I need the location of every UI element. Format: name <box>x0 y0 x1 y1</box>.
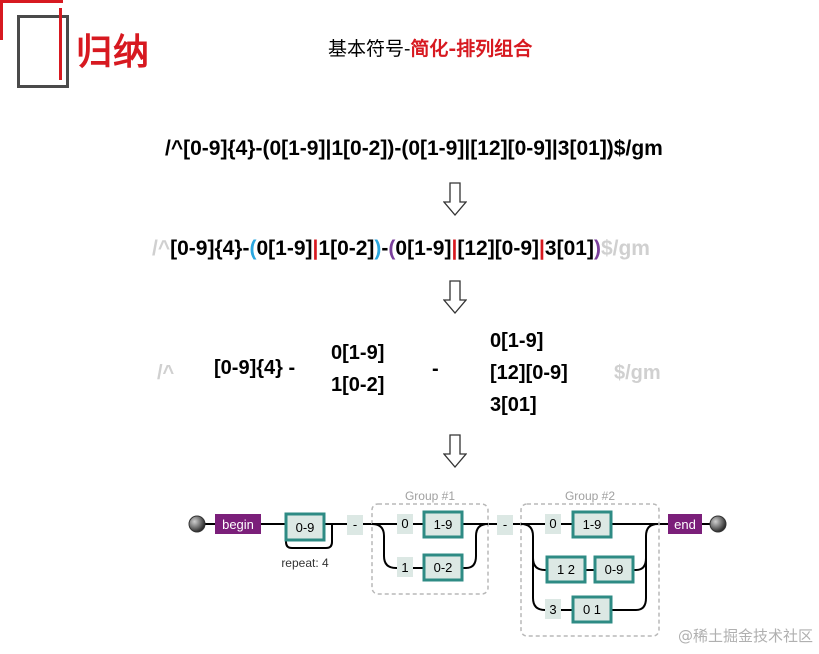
group2-row2-box-b-label: 0-9 <box>605 562 624 577</box>
breakdown-dash: - <box>432 358 439 380</box>
regex-group2-b: [12][0-9] <box>457 237 540 260</box>
end-node <box>668 514 702 534</box>
regex-group1-a: 0[1-9] <box>256 237 313 260</box>
breakdown-day-a: 0[1-9] <box>490 330 544 352</box>
regex-highlighted: /^[0-9]{4}-(0[1-9]|1[0-2])-(0[1-9]|[12][… <box>152 237 650 261</box>
railroad-diagram: begin 0-9 repeat: 4 - Group #1 0 1-9 1 0… <box>188 489 727 637</box>
group1-label: Group #1 <box>405 489 455 503</box>
group2-row1-literal <box>545 514 561 534</box>
regex-close-paren-1: ) <box>374 237 382 260</box>
watermark: @稀土掘金技术社区 <box>677 627 813 645</box>
title-highlight: 简化-排列组合 <box>410 38 533 60</box>
group1-frame <box>371 503 489 595</box>
regex-end: $/gm <box>600 237 650 260</box>
dash-literal-2-label: - <box>503 517 507 532</box>
start-node <box>188 515 206 533</box>
group2-row3-box <box>571 595 613 624</box>
group1-row1-box-label: 1-9 <box>434 517 453 532</box>
down-arrow-icon <box>443 434 467 468</box>
finish-node <box>709 515 727 533</box>
group1-row1-literal <box>397 514 413 534</box>
group1-row2-box <box>422 553 464 582</box>
repeat-loop <box>285 524 333 549</box>
regex-group1-b: 1[0-2] <box>318 237 375 260</box>
group2-row1-box-label: 1-9 <box>583 517 602 532</box>
logo: 归纳 <box>0 0 170 95</box>
regex-pipe-2: | <box>451 237 458 260</box>
group2-branch-middle <box>532 557 647 571</box>
page-title: 基本符号-简化-排列组合 <box>328 34 532 61</box>
group2-row3-box-label: 0 1 <box>583 602 601 617</box>
group2-row2-box-a-label: 1 2 <box>557 562 575 577</box>
dash-literal-1-label: - <box>353 517 357 532</box>
logo-square-dark <box>17 15 69 88</box>
regex-group2-a: 0[1-9] <box>395 237 452 260</box>
repeat-box-label: 0-9 <box>296 520 315 535</box>
group2-row3-literal-label: 3 <box>549 602 556 617</box>
breakdown-year: [0-9]{4} - <box>214 357 296 379</box>
group2-label: Group #2 <box>565 489 615 503</box>
regex-close-paren-2: ) <box>593 237 601 260</box>
regex-pipe-3: | <box>539 237 545 260</box>
logo-bar-red <box>59 8 62 80</box>
regex-group2-c: 3[01] <box>544 237 594 260</box>
group2-frame <box>520 503 660 637</box>
repeat-box <box>284 512 326 542</box>
down-arrow-icon <box>443 280 467 314</box>
group2-row3-literal <box>545 599 561 619</box>
breakdown-day-c: 3[01] <box>490 394 537 416</box>
breakdown-end: $/gm <box>614 362 661 384</box>
breakdown-month-a: 0[1-9] <box>331 342 385 364</box>
logo-text: 归纳 <box>76 32 151 73</box>
regex-open-paren-1: ( <box>249 237 257 260</box>
group2-row1-literal-label: 0 <box>549 516 556 531</box>
regex-dash: - <box>381 237 389 260</box>
end-label: end <box>674 517 696 532</box>
group1-row2-box-label: 0-2 <box>434 560 453 575</box>
breakdown-start: /^ <box>157 362 175 384</box>
regex-full: /^[0-9]{4}-(0[1-9]|1[0-2])-(0[1-9]|[12][… <box>165 137 663 160</box>
group1-row2-literal-label: 1 <box>401 560 408 575</box>
group1-row1-literal-label: 0 <box>401 516 408 531</box>
dash-literal-1 <box>347 515 363 535</box>
group2-row2-box-b <box>593 555 635 584</box>
begin-label: begin <box>222 517 254 532</box>
group1-row1-box <box>422 510 464 539</box>
regex-year: [0-9]{4}- <box>170 237 250 260</box>
group1-row2-literal <box>397 557 413 577</box>
regex-pipe-1: | <box>312 237 319 260</box>
dash-literal-2 <box>497 515 513 535</box>
down-arrow-icon <box>443 182 467 216</box>
logo-square-red <box>0 0 63 40</box>
group2-row2-box-a <box>545 555 587 584</box>
begin-node <box>215 514 261 534</box>
breakdown-day-b: [12][0-9] <box>490 362 568 384</box>
group2-row1-box <box>571 510 613 539</box>
title-prefix: 基本符号- <box>328 38 411 60</box>
regex-open-paren-2: ( <box>388 237 396 260</box>
regex-start: /^ <box>152 237 171 260</box>
repeat-label: repeat: 4 <box>281 556 329 570</box>
breakdown-month-b: 1[0-2] <box>331 374 385 396</box>
